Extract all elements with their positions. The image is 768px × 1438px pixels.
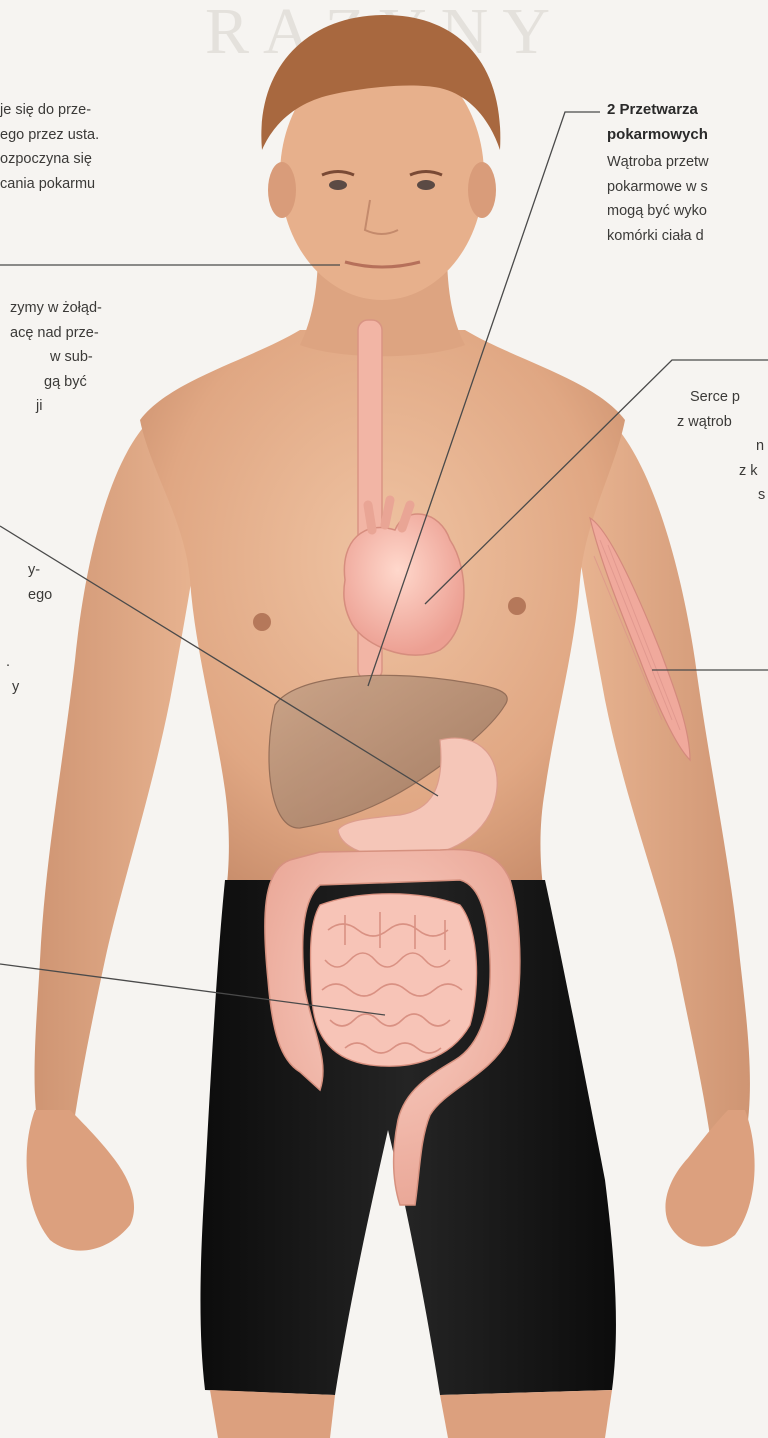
small-intestine xyxy=(310,894,476,1066)
left-hand xyxy=(27,1110,134,1251)
caption-left-1: je się do prze- ego przez usta. ozpoczyn… xyxy=(0,98,99,196)
caption-left-2: zymy w żołąd- acę nad prze- w sub- gą by… xyxy=(0,296,102,419)
caption-left-3: y- ego xyxy=(0,558,52,607)
caption-right-title: 2 Przetwarza pokarmowych xyxy=(607,98,708,147)
right-hand xyxy=(665,1110,754,1247)
heart xyxy=(344,514,464,655)
caption-left-4: . y xyxy=(0,650,19,699)
caption-right-2: Serce p z wątrob n z k s xyxy=(664,385,765,508)
caption-right-body: Wątroba przetw pokarmowe w s mogą być wy… xyxy=(607,150,709,248)
